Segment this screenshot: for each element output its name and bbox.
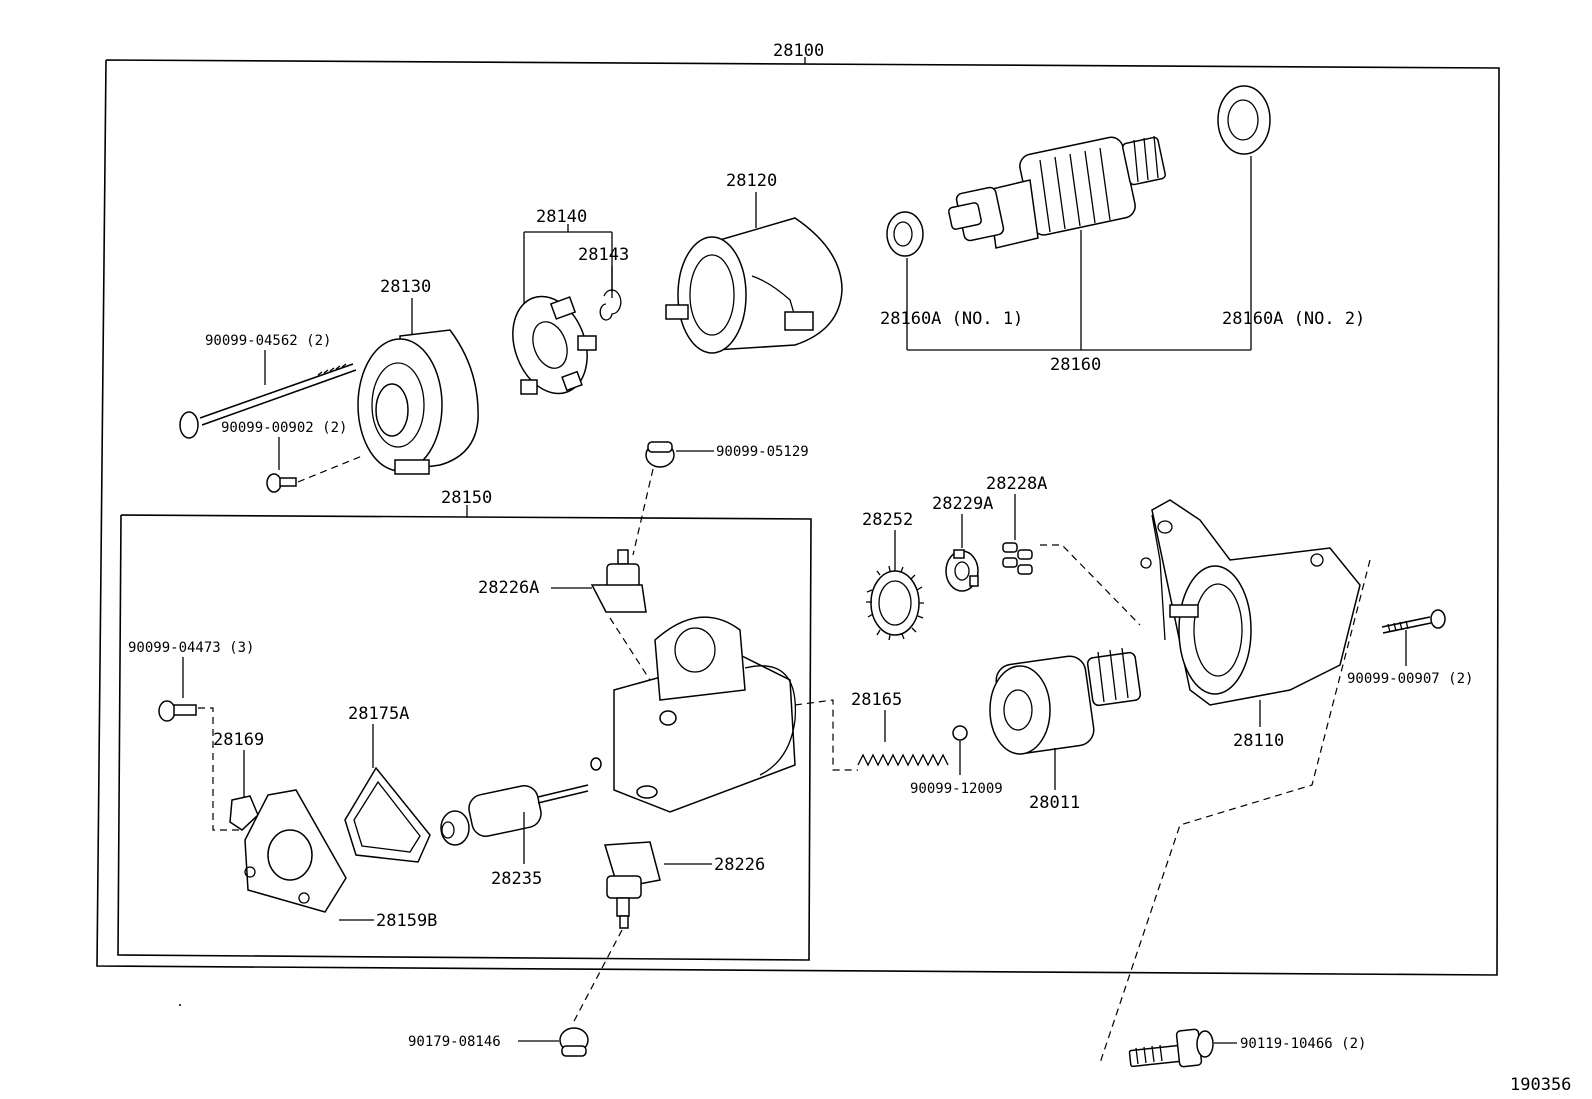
label-90179-08146: 90179-08146: [408, 1034, 501, 1050]
label-28235: 28235: [491, 869, 542, 889]
field-frame-housing-part: [590, 616, 797, 813]
brush-holder-part: [512, 295, 597, 395]
dash-housing-spring: [794, 699, 858, 771]
retainer-part: [945, 549, 979, 592]
idler-gear-part: [866, 565, 924, 641]
assembly-28100-frame: [96, 57, 1500, 976]
housing-screw-part: [1381, 609, 1446, 634]
label-28165: 28165: [851, 690, 902, 710]
bearing-no2-part: [1217, 85, 1271, 155]
label-90099-04562: 90099-04562 (2): [205, 333, 331, 349]
cap-bottom-part: [559, 1027, 589, 1057]
through-bolt-part: [179, 363, 357, 439]
label-90099-00907: 90099-00907 (2): [1347, 671, 1473, 687]
cover-screw-part: [158, 700, 197, 722]
label-28226: 28226: [714, 855, 765, 875]
label-28160: 28160: [1050, 355, 1101, 375]
end-frame-part: [357, 329, 479, 475]
dash-cap-top: [632, 468, 654, 556]
dash-rollers-housing: [1040, 544, 1141, 626]
label-90099-12009: 90099-12009: [910, 781, 1003, 797]
return-spring-part: [857, 753, 949, 767]
label-28120: 28120: [726, 171, 777, 191]
label-90119-10466: 90119-10466 (2): [1240, 1036, 1366, 1052]
label-90099-00902: 90099-00902 (2): [221, 420, 347, 436]
bearing-no1-part: [886, 211, 924, 257]
label-28169: 28169: [213, 730, 264, 750]
ball-part: [952, 725, 968, 741]
dash-terminal-bottom: [571, 929, 623, 1026]
stray-dot: [179, 1004, 181, 1006]
label-28143: 28143: [578, 245, 629, 265]
label-28100: 28100: [773, 41, 824, 61]
label-28160A-no2: 28160A (NO. 2): [1222, 309, 1365, 329]
terminal-28226A-part: [590, 549, 647, 613]
dash-housing-bolt: [1099, 559, 1371, 1064]
label-28228A: 28228A: [986, 474, 1047, 494]
mount-bolt-part: [1128, 1028, 1214, 1068]
label-28150: 28150: [441, 488, 492, 508]
clutch-part: [989, 647, 1142, 755]
label-28140: 28140: [536, 207, 587, 227]
dash-cover-screw: [198, 707, 240, 831]
label-90099-05129: 90099-05129: [716, 444, 809, 460]
cap-top-part: [645, 441, 675, 468]
armature-part: [948, 135, 1166, 249]
clamp-part: [229, 795, 259, 831]
rollers-part: [1002, 542, 1033, 575]
cover-part: [244, 789, 347, 913]
label-28229A: 28229A: [932, 494, 993, 514]
yoke-part: [665, 217, 843, 354]
label-28011: 28011: [1029, 793, 1080, 813]
label-28110: 28110: [1233, 731, 1284, 751]
end-frame-screw-part: [266, 473, 297, 493]
label-90099-04473: 90099-04473 (3): [128, 640, 254, 656]
field-frame-group-frame: [117, 505, 812, 961]
label-28175A: 28175A: [348, 704, 409, 724]
terminal-28226-part: [604, 841, 661, 929]
gasket-part: [344, 766, 431, 863]
dash-screw-end-frame: [297, 455, 363, 483]
brush-spring-part: [599, 266, 622, 321]
illustration-number: 190356: [1510, 1075, 1571, 1095]
drive-housing-part: [1140, 499, 1361, 706]
label-28159B: 28159B: [376, 911, 437, 931]
plunger-part: [440, 784, 589, 846]
label-28226A: 28226A: [478, 578, 539, 598]
label-28252: 28252: [862, 510, 913, 530]
label-28130: 28130: [380, 277, 431, 297]
label-28160A-no1: 28160A (NO. 1): [880, 309, 1023, 329]
